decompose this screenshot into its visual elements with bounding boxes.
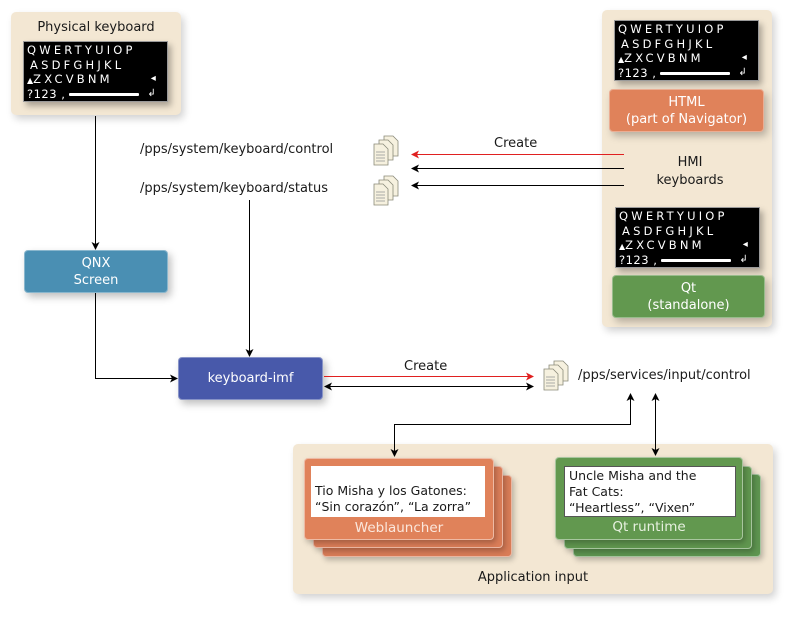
shift-icon: ▲	[619, 242, 626, 251]
space-bar	[660, 71, 730, 75]
shift-icon: ▲	[618, 55, 625, 64]
backspace-icon: ◂	[741, 52, 750, 63]
keyboard-row-2-keys: ASDFGHJKL	[622, 223, 717, 238]
html-box-line2: (part of Navigator)	[625, 111, 748, 127]
qt-runtime-text-line1: Uncle Misha and the	[569, 468, 697, 483]
enter-icon: ↲	[739, 253, 751, 265]
numeric-key: ?123 ,	[27, 86, 66, 101]
keyboard-row-3: ▲ZXCVBNM ◂	[27, 72, 167, 87]
keyboard-row-2: ASDFGHJKL	[27, 58, 167, 73]
qnx-screen-line2: Screen	[73, 272, 119, 288]
keyboard-row-3-keys: ZXCVBNM	[625, 238, 705, 252]
physical-keyboard-graphic: QWERTYUIOP ASDFGHJKL ▲ZXCVBNM ◂ ?123 , ↲	[23, 41, 168, 102]
weblauncher-text-line1: Tio Misha y los Gatones:	[315, 483, 467, 498]
qt-runtime-text-line3: “Heartless”, “Vixen”	[569, 500, 696, 515]
weblauncher-label: Weblauncher	[354, 520, 444, 536]
backspace-icon: ◂	[742, 239, 751, 250]
hmi-label-line2: keyboards	[656, 173, 724, 188]
qt-box-line1: Qt	[680, 280, 697, 296]
weblauncher-text-line2: “Sin corazón”, “La zorra”	[315, 499, 472, 514]
create-label-top: Create	[494, 136, 538, 151]
enter-icon: ↲	[147, 87, 159, 99]
arrow-input-control-weblauncher	[390, 393, 635, 457]
html-box-line1: HTML	[668, 94, 705, 110]
keyboard-row-1: QWERTYUIOP	[619, 209, 728, 223]
pps-input-control-label: /pps/services/input/control	[578, 368, 751, 383]
qt-runtime-text-line2: Fat Cats:	[569, 484, 624, 499]
backspace-icon: ◂	[150, 73, 159, 84]
keyboard-row-1: QWERTYUIOP	[27, 43, 136, 57]
html-keyboard-graphic: QWERTYUIOP ASDFGHJKL ▲ZXCVBNM ◂ ?123 , ↲	[614, 20, 759, 81]
keyboard-imf-box: keyboard-imf	[178, 357, 323, 400]
keyboard-row-2: ASDFGHJKL	[618, 37, 758, 52]
keyboard-row-3: ▲ZXCVBNM ◂	[618, 51, 758, 66]
hmi-keyboards-label: HMI keyboards	[640, 154, 740, 190]
weblauncher-text-area: Tio Misha y los Gatones: “Sin corazón”, …	[311, 466, 485, 517]
keyboard-row-4: ?123 , ↲	[618, 66, 758, 81]
physical-keyboard-title: Physical keyboard	[37, 20, 155, 35]
keyboard-row-3-keys: ZXCVBNM	[33, 72, 113, 86]
keyboard-row-3-keys: ZXCVBNM	[624, 51, 704, 65]
qnx-screen-line1: QNX	[81, 255, 111, 271]
pps-input-control-document-icon	[543, 360, 569, 391]
enter-icon: ↲	[738, 66, 750, 78]
qnx-screen-box: QNX Screen	[24, 250, 168, 293]
create-label-bottom: Create	[404, 359, 448, 374]
pps-control-document-icon	[373, 135, 399, 166]
arrow-screen-to-imf	[95, 293, 178, 383]
keyboard-row-4: ?123 , ↲	[619, 253, 759, 268]
application-input-title: Application input	[477, 570, 589, 585]
keyboard-row-2: ASDFGHJKL	[619, 224, 759, 239]
pps-keyboard-control-label: /pps/system/keyboard/control	[140, 142, 334, 157]
weblauncher-card: Tio Misha y los Gatones: “Sin corazón”, …	[304, 458, 494, 540]
qt-runtime-label: Qt runtime	[612, 519, 686, 535]
space-bar	[661, 258, 731, 262]
qt-standalone-box: Qt (standalone)	[612, 275, 765, 318]
keyboard-row-2-keys: ASDFGHJKL	[621, 36, 716, 51]
hmi-label-line1: HMI	[677, 155, 703, 170]
space-bar	[69, 92, 139, 96]
html-navigator-box: HTML (part of Navigator)	[609, 89, 764, 132]
pps-status-document-icon	[373, 175, 399, 206]
keyboard-imf-label: keyboard-imf	[207, 371, 294, 386]
qt-box-line2: (standalone)	[647, 297, 730, 313]
keyboard-row-1: QWERTYUIOP	[618, 22, 727, 36]
pps-keyboard-status-label: /pps/system/keyboard/status	[140, 181, 329, 196]
qt-keyboard-graphic: QWERTYUIOP ASDFGHJKL ▲ZXCVBNM ◂ ?123 , ↲	[615, 207, 760, 268]
keyboard-row-4: ?123 , ↲	[27, 87, 167, 102]
numeric-key: ?123 ,	[619, 252, 658, 267]
numeric-key: ?123 ,	[618, 65, 657, 80]
qt-runtime-card: Uncle Misha and the Fat Cats: “Heartless…	[555, 457, 743, 540]
shift-icon: ▲	[27, 76, 34, 85]
keyboard-row-2-keys: ASDFGHJKL	[30, 57, 125, 72]
keyboard-row-3: ▲ZXCVBNM ◂	[619, 238, 759, 253]
qt-runtime-text-area: Uncle Misha and the Fat Cats: “Heartless…	[564, 466, 736, 517]
